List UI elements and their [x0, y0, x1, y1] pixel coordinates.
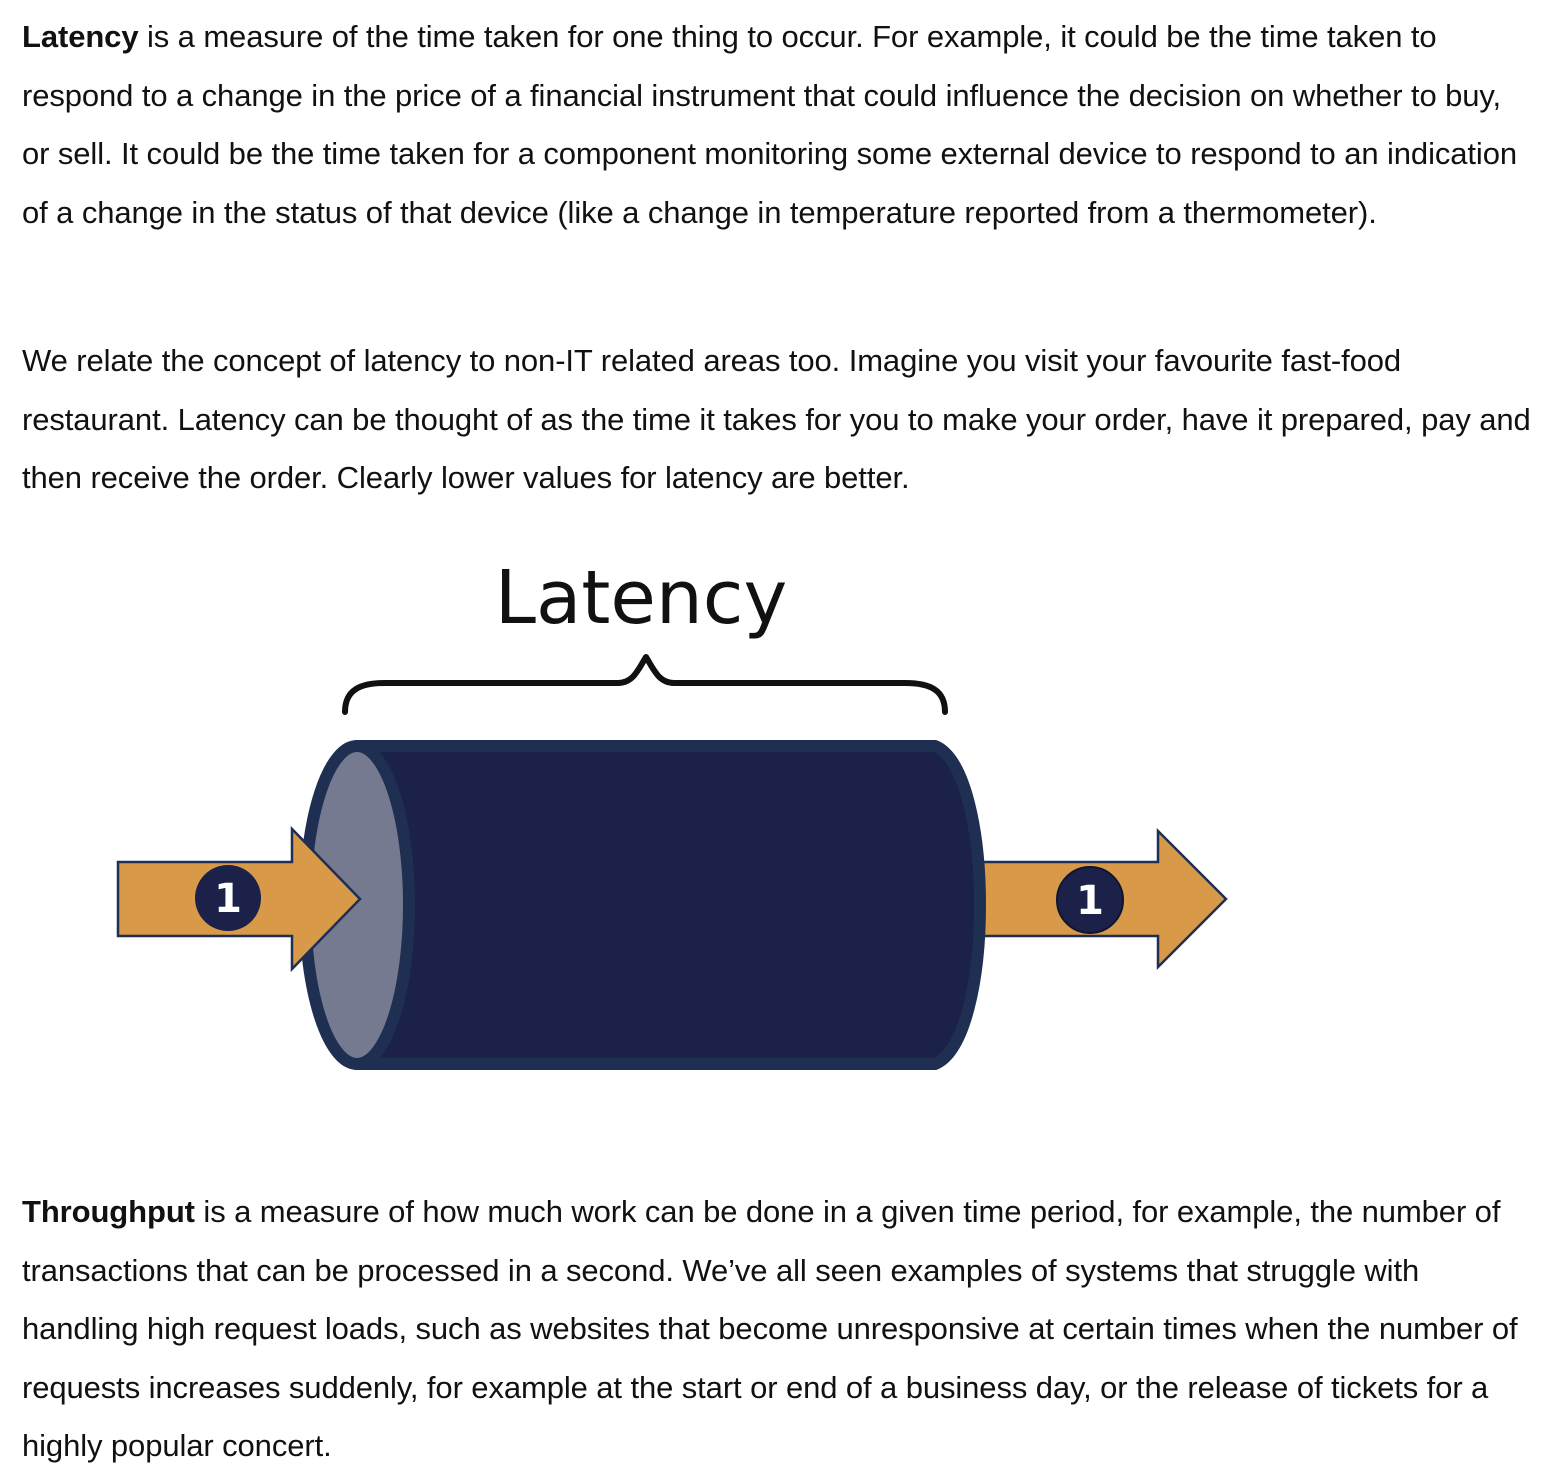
latency-analogy-paragraph: We relate the concept of latency to non-… — [22, 332, 1532, 508]
latency-diagram: Latency 1 1 — [0, 540, 1552, 1100]
input-badge-circle — [195, 865, 261, 931]
throughput-term: Throughput — [22, 1194, 195, 1229]
input-badge-number: 1 — [214, 876, 242, 922]
diagram-label: Latency — [495, 555, 788, 641]
latency-term: Latency — [22, 19, 139, 54]
latency-analogy-text: We relate the concept of latency to non-… — [22, 343, 1531, 495]
throughput-definition: is a measure of how much work can be don… — [22, 1194, 1518, 1463]
latency-brace — [342, 654, 948, 715]
throughput-paragraph: Throughput is a measure of how much work… — [22, 1183, 1532, 1476]
output-badge-number: 1 — [1076, 878, 1104, 924]
latency-definition: is a measure of the time taken for one t… — [22, 19, 1517, 230]
output-badge: 1 — [1056, 866, 1124, 934]
pipe-body — [351, 740, 986, 1070]
output-badge-circle — [1056, 866, 1124, 934]
latency-paragraph: Latency is a measure of the time taken f… — [22, 8, 1532, 242]
input-badge: 1 — [195, 865, 261, 931]
